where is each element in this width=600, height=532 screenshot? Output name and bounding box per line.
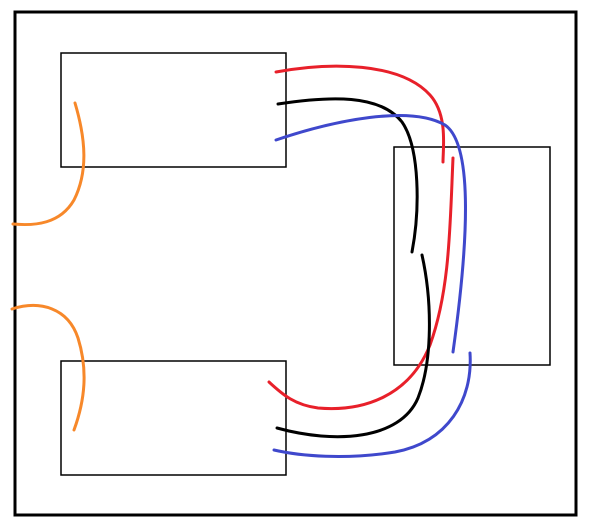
red-wire — [267, 64, 455, 411]
black-wire-top-segment — [276, 97, 419, 254]
black-wire — [275, 97, 431, 439]
orange-wire-bottom-segment — [10, 304, 86, 432]
bottom-left-box — [60, 360, 287, 476]
top-left-box — [60, 52, 287, 168]
blue-wire-top-segment — [274, 114, 467, 354]
red-wire-top-segment — [274, 64, 446, 164]
red-wire-bottom-segment — [267, 156, 455, 411]
blue-wire — [272, 114, 472, 458]
black-wire-bottom-segment — [275, 253, 431, 439]
orange-wire-top-segment — [11, 101, 86, 227]
right-box — [393, 146, 551, 366]
orange-wire — [10, 101, 86, 432]
blue-wire-bottom-segment — [272, 351, 472, 458]
